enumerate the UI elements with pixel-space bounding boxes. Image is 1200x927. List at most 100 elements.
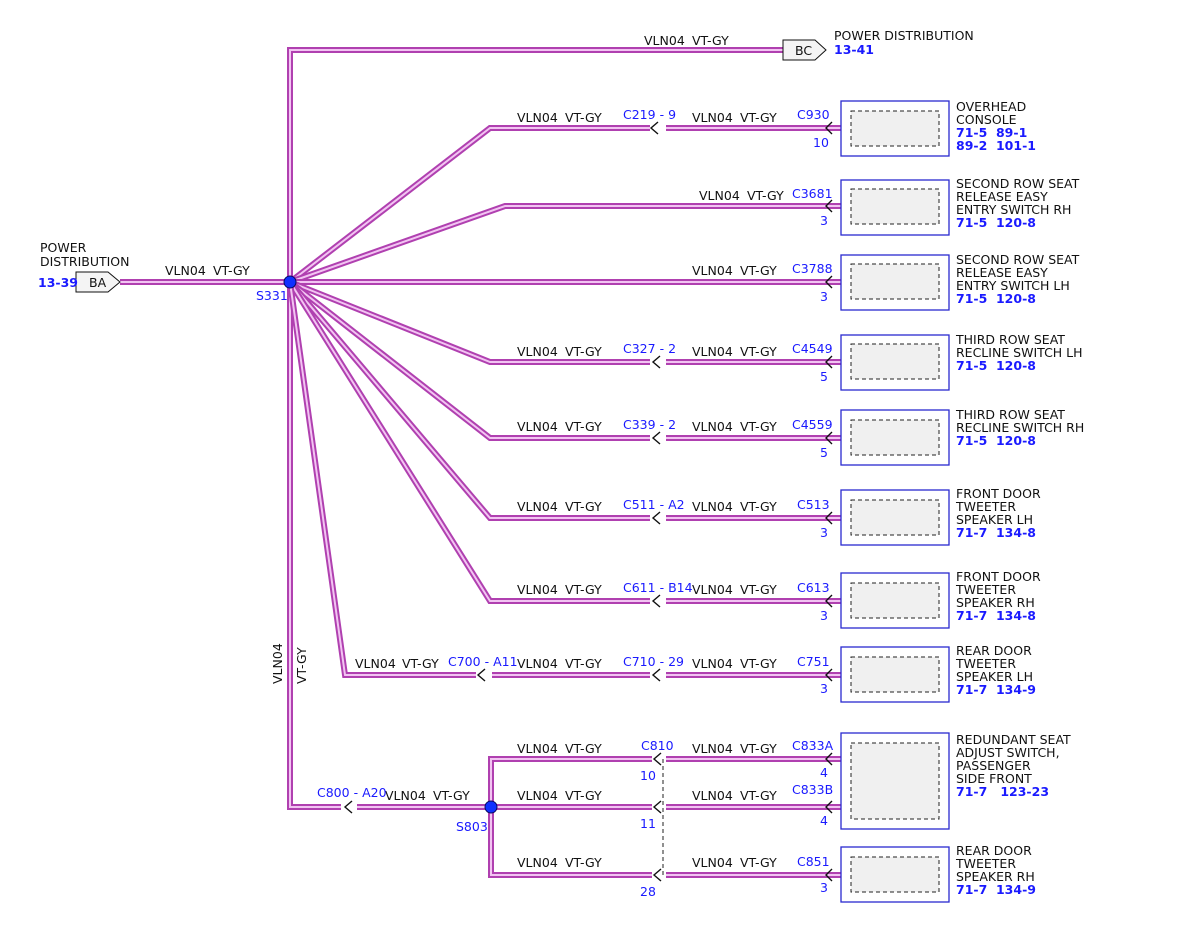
component-desc: TWEETER (955, 499, 1016, 514)
component-desc: SPEAKER RH (956, 595, 1035, 610)
wire-label-color: VT-GY (213, 263, 250, 278)
inline-connector-c810-arrow-2[interactable] (652, 800, 662, 814)
vertical-wire-label-color: VT-GY (294, 647, 309, 684)
component-ref[interactable]: 71-5 120-8 (956, 433, 1036, 448)
component-desc: REAR DOOR (956, 843, 1032, 858)
component-desc: SPEAKER LH (956, 512, 1033, 527)
component-desc: SECOND ROW SEAT (956, 176, 1080, 191)
wire-label-code: VLN04 (517, 656, 558, 671)
inline-connector-label: C800 - A20 (317, 785, 387, 800)
component-inner (850, 343, 940, 380)
wire-label-code: VLN04 (692, 582, 733, 597)
component-second-row-seat-lh[interactable]: C3788 3 SECOND ROW SEAT RELEASE EASY ENT… (792, 252, 1080, 311)
component-third-row-seat-rh[interactable]: C4559 5 THIRD ROW SEAT RECLINE SWITCH RH… (792, 407, 1084, 466)
wire-label-code: VLN04 (692, 110, 733, 125)
component-desc: OVERHEAD (956, 99, 1026, 114)
wire-label-code: VLN04 (692, 263, 733, 278)
connector-label: C613 (797, 580, 830, 595)
wire-label-code: VLN04 (517, 110, 558, 125)
component-ref[interactable]: 71-5 120-8 (956, 215, 1036, 230)
connector-label: C833B (792, 782, 833, 797)
inline-connector-c327-arrow[interactable] (651, 355, 661, 369)
inline-connector-c700-arrow[interactable] (476, 668, 486, 682)
connector-label: C4549 (792, 341, 833, 356)
component-desc: SECOND ROW SEAT (956, 252, 1080, 267)
top-feed-ref[interactable]: 13-41 (834, 42, 874, 57)
pin-label: 10 (813, 135, 829, 150)
component-inner (850, 656, 940, 693)
pin-arrow (825, 431, 833, 445)
component-ref[interactable]: 71-5 120-8 (956, 358, 1036, 373)
component-front-door-tweeter-rh[interactable]: C613 3 FRONT DOOR TWEETER SPEAKER RH 71-… (797, 569, 1041, 629)
wire-label-color: VT-GY (565, 110, 602, 125)
inline-connector-c800-arrow[interactable] (343, 800, 353, 814)
component-front-door-tweeter-lh[interactable]: C513 3 FRONT DOOR TWEETER SPEAKER LH 71-… (797, 486, 1041, 546)
wire-label-code: VLN04 (517, 582, 558, 597)
wire-label-color: VT-GY (565, 419, 602, 434)
component-desc: PASSENGER (956, 758, 1031, 773)
wire-label-color: VT-GY (740, 263, 777, 278)
inline-connector-c511-arrow[interactable] (651, 511, 661, 525)
inline-connector-label: C611 - B14 (623, 580, 693, 595)
wire-vertical-down[interactable] (287, 282, 341, 810)
connector-label: C3681 (792, 186, 833, 201)
component-ref[interactable]: 71-7 134-8 (956, 525, 1036, 540)
component-redundant-seat-adjust-switch[interactable]: C833A 4 C833B 4 REDUNDANT SEAT ADJUST SW… (792, 732, 1071, 830)
component-ref[interactable]: 71-5 89-1 (956, 125, 1027, 140)
component-ref[interactable]: 71-5 120-8 (956, 291, 1036, 306)
pin-arrow (825, 752, 833, 766)
wire-label-code: VLN04 (692, 855, 733, 870)
component-ref[interactable]: 71-7 134-8 (956, 608, 1036, 623)
component-ref[interactable]: 89-2 101-1 (956, 138, 1036, 153)
inline-connector-c810-arrow-1[interactable] (652, 752, 662, 766)
component-rear-door-tweeter-lh[interactable]: C751 3 REAR DOOR TWEETER SPEAKER LH 71-7… (797, 643, 1036, 703)
pin-arrow (825, 355, 833, 369)
wire-label-color: VT-GY (740, 741, 777, 756)
pin-label: 3 (820, 681, 828, 696)
pin-label: 3 (820, 213, 828, 228)
source-ref[interactable]: 13-39 (38, 275, 78, 290)
inline-connector-c710-arrow[interactable] (651, 668, 661, 682)
component-third-row-seat-lh[interactable]: C4549 5 THIRD ROW SEAT RECLINE SWITCH LH… (792, 332, 1083, 391)
component-second-row-seat-rh[interactable]: C3681 3 SECOND ROW SEAT RELEASE EASY ENT… (792, 176, 1080, 236)
connector-label: C751 (797, 654, 830, 669)
wire-top-feed[interactable] (287, 47, 783, 282)
wire-label-color: VT-GY (740, 582, 777, 597)
top-feed-title: POWER DISTRIBUTION (834, 28, 974, 43)
wire-label-code: VLN04 (692, 344, 733, 359)
component-inner (850, 742, 940, 820)
wire-label-color: VT-GY (740, 110, 777, 125)
component-desc: FRONT DOOR (956, 486, 1041, 501)
component-inner (850, 188, 940, 225)
component-rear-door-tweeter-rh[interactable]: C851 3 REAR DOOR TWEETER SPEAKER RH 71-7… (797, 843, 1036, 903)
pin-arrow (825, 121, 833, 135)
wire-label-code: VLN04 (644, 33, 685, 48)
source-power-distribution[interactable]: BA POWER DISTRIBUTION 13-39 (38, 240, 130, 293)
connector-label: C851 (797, 854, 830, 869)
wire-branch-c613-a[interactable] (287, 280, 650, 604)
pin-label: 4 (820, 813, 828, 828)
source-title-line2: DISTRIBUTION (40, 254, 130, 269)
source-tag-shape (75, 271, 121, 293)
component-ref[interactable]: 71-7 134-9 (956, 682, 1036, 697)
inline-pin-label: 28 (640, 884, 656, 899)
inline-connector-c339-arrow[interactable] (651, 431, 661, 445)
component-ref[interactable]: 71-7 123-23 (956, 784, 1049, 799)
wire-label-code: VLN04 (517, 788, 558, 803)
wire-vertical-down-core (289, 282, 341, 808)
component-ref[interactable]: 71-7 134-9 (956, 882, 1036, 897)
splice-s331[interactable] (283, 275, 297, 289)
wire-label-code: VLN04 (517, 855, 558, 870)
splice-s803[interactable] (484, 800, 498, 814)
top-feed-power-distribution[interactable]: BC POWER DISTRIBUTION 13-41 (782, 28, 974, 61)
inline-connector-label: C339 - 2 (623, 417, 676, 432)
wire-branch-c513-a[interactable] (287, 280, 650, 521)
component-desc: REDUNDANT SEAT (956, 732, 1071, 747)
inline-connector-c219-arrow[interactable] (649, 121, 659, 135)
inline-connector-c611-arrow[interactable] (651, 594, 661, 608)
component-overhead-console[interactable]: C930 10 OVERHEAD CONSOLE 71-5 89-1 89-2 … (797, 99, 1036, 157)
wire-label-code: VLN04 (699, 188, 740, 203)
wire-label-code: VLN04 (692, 788, 733, 803)
wire-top-feed-core (289, 49, 783, 282)
inline-connector-c810-arrow-3[interactable] (652, 868, 662, 882)
